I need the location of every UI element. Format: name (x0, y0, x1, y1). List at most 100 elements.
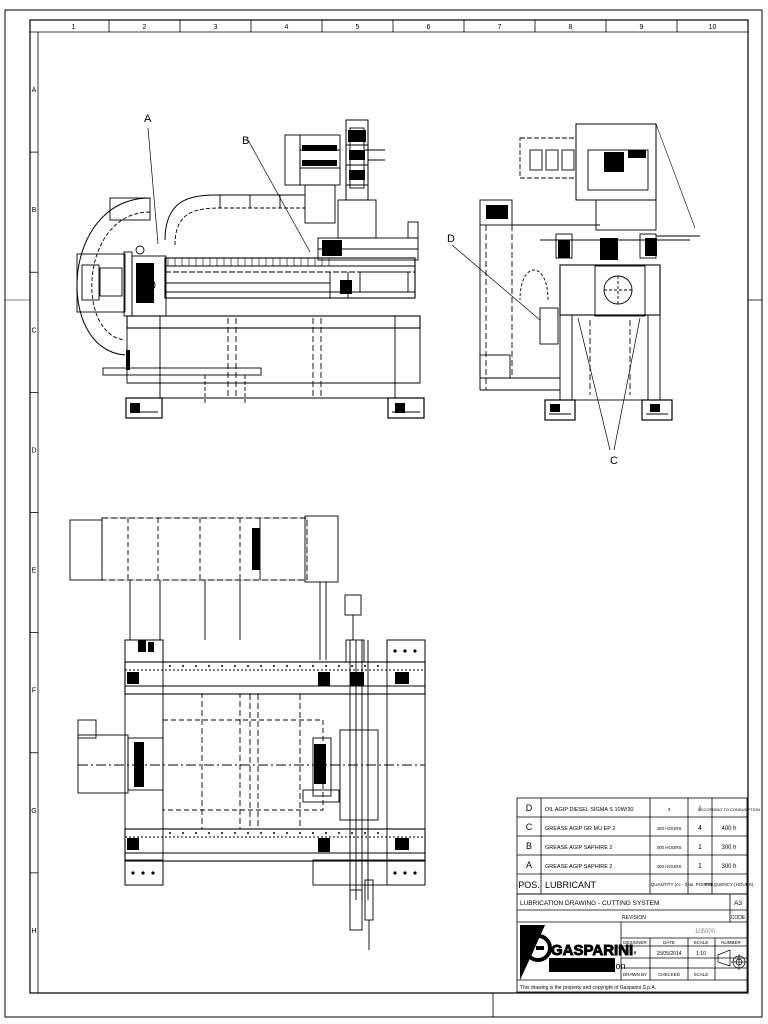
callout-c-label: C (610, 455, 618, 467)
fastener-dot (325, 832, 327, 834)
fastener-dot (247, 665, 249, 667)
fastener-dot (403, 649, 407, 653)
drawing-number: 105000 (695, 929, 716, 935)
front-view (76, 119, 425, 419)
fastener-dot (413, 649, 417, 653)
fastener-dot (169, 665, 171, 667)
fastener-dot (413, 871, 417, 875)
fastener-dot (141, 871, 145, 875)
fastener-dot (221, 665, 223, 667)
frame-row-label: F (32, 688, 36, 695)
fastener-dot (195, 832, 197, 834)
frame-row-label: C (31, 327, 36, 334)
fastener-dot (338, 665, 340, 667)
fastener-dot (364, 832, 366, 834)
property-note: This drawing is the property and copyrig… (520, 985, 656, 991)
lubricant-frequency: 300 h (721, 864, 736, 870)
fastener-dot (273, 832, 275, 834)
frame-row-ticks (30, 151, 38, 874)
scale-label-top: SCALE (694, 940, 709, 945)
callout-d-label: D (447, 233, 455, 245)
frame-row-label: B (32, 207, 37, 214)
company-slogan: forming innovation (552, 961, 626, 971)
frame-column-label: 3 (214, 24, 218, 31)
number-label: NUMBER (721, 940, 741, 945)
fastener-dot (312, 832, 314, 834)
fastener-dot (351, 665, 353, 667)
designer-value: ff (634, 951, 637, 957)
frame-row-label: A (32, 87, 37, 94)
plan-view-details (127, 528, 409, 852)
checked-label: CHECKED (658, 972, 681, 977)
lubricant-quantity: 400 HOURS (656, 864, 681, 869)
frame-column-label: 5 (356, 24, 360, 31)
fastener-dot (247, 832, 249, 834)
designer-label: DESIGNER (623, 940, 647, 945)
callout-b-label: B (242, 135, 249, 147)
lubricant-name: GREASE AGIP GR MU EP 2 (545, 826, 615, 832)
fastener-dot (260, 832, 262, 834)
frame-column-ticks (108, 20, 678, 32)
lubricant-points: 1 (698, 844, 702, 851)
frame-column-label: 7 (498, 24, 502, 31)
lubrication-callouts (147, 127, 641, 451)
fastener-dot (234, 665, 236, 667)
fastener-dot (286, 665, 288, 667)
scale-label-bottom: SCALE (694, 972, 709, 977)
fastener-dot (351, 832, 353, 834)
title-block (516, 893, 748, 993)
lubricant-table-header: POS. LUBRICANT QUANTITY (cc - l) No. POI… (518, 880, 754, 890)
hardware-details (126, 130, 660, 413)
fastener-dot (208, 665, 210, 667)
frame-column-label: 9 (640, 24, 644, 31)
fastener-dot (221, 832, 223, 834)
frame-row-label: E (32, 568, 37, 575)
fastener-dot (364, 665, 366, 667)
lubricant-points: 4 (698, 825, 702, 832)
fastener-dot (273, 665, 275, 667)
plan-view-fasteners (131, 649, 417, 875)
lubricant-pos: D (526, 803, 533, 813)
header-frequency: FREQUENCY (HOURS) (705, 882, 754, 887)
fastener-dot (169, 832, 171, 834)
lubricant-pos: C (526, 822, 533, 832)
fastener-dot (208, 832, 210, 834)
frame-column-label: 1 (72, 24, 76, 31)
header-pos: POS. (518, 880, 540, 890)
fastener-dot (234, 832, 236, 834)
frame-column-label: 10 (709, 24, 717, 31)
fastener-dot (377, 665, 379, 667)
sheet-size: A3 (734, 900, 742, 907)
frame-row-label: H (31, 928, 36, 935)
header-points: No. POINTS (687, 882, 712, 887)
fastener-dot (182, 832, 184, 834)
lubricant-pos: B (526, 841, 532, 851)
lubricant-points: l (699, 806, 701, 813)
fastener-dot (325, 665, 327, 667)
fastener-dot (131, 871, 135, 875)
fastener-dot (377, 832, 379, 834)
fastener-dot (286, 832, 288, 834)
lubricant-frequency: ACCORDING TO CONSUMPTION (698, 807, 760, 812)
fastener-dot (393, 871, 397, 875)
drawn-by-label: DRAWN BY (623, 972, 647, 977)
lubricant-pos: A (526, 860, 532, 870)
lubricant-quantity: 400 HOURS (656, 845, 681, 850)
sheet-frame (4, 9, 763, 1018)
frame-row-label: G (31, 808, 36, 815)
frame-column-label: 8 (569, 24, 573, 31)
fastener-dot (151, 871, 155, 875)
date-label: DATE (663, 940, 675, 945)
header-quantity: QUANTITY (cc - l) (651, 882, 688, 887)
company-mark: s.p.a. (612, 945, 620, 949)
frame-column-label: 4 (285, 24, 289, 31)
fastener-dot (195, 665, 197, 667)
frame-column-label: 2 (143, 24, 147, 31)
revision-label: REVISION (622, 915, 646, 921)
